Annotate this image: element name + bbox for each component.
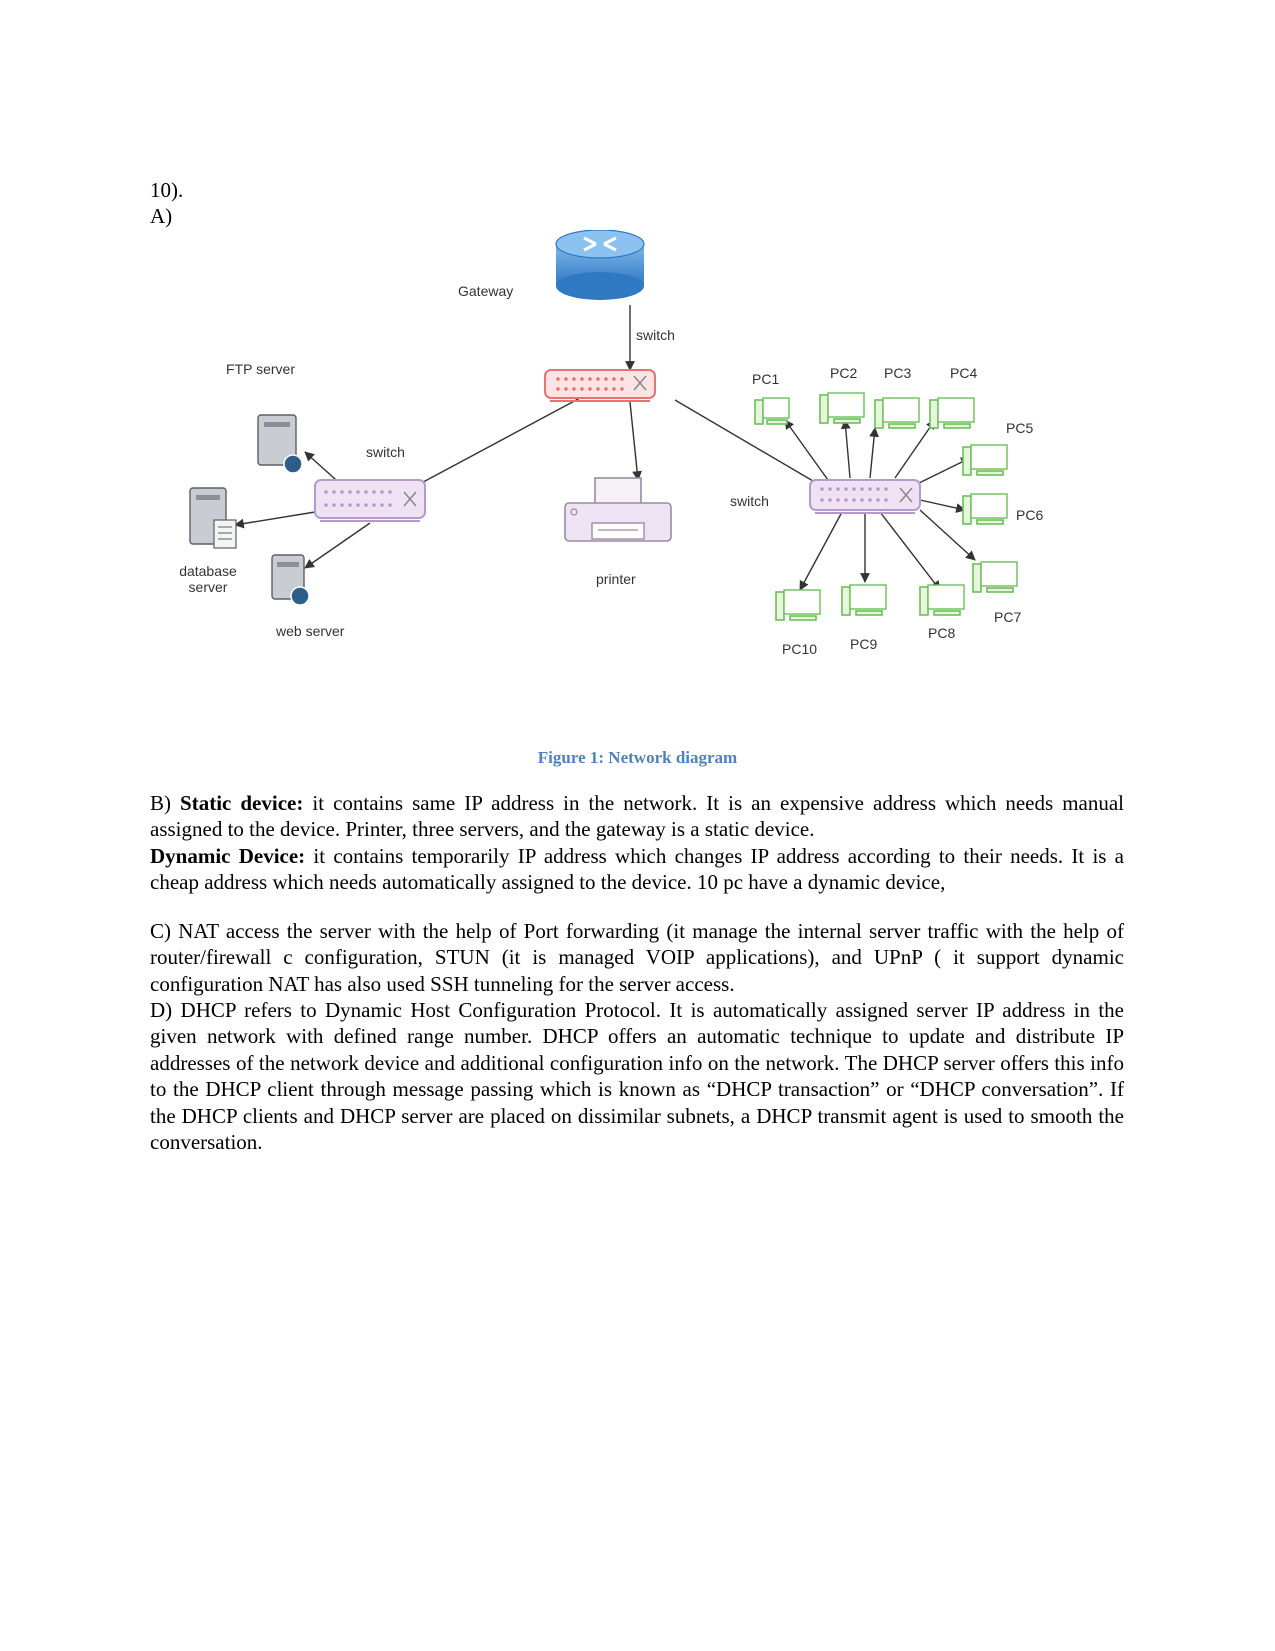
web-server-label: web server	[275, 623, 345, 639]
switch-top-label: switch	[636, 327, 675, 343]
router-icon	[555, 230, 645, 300]
network-diagram: Gateway switch switch switch	[179, 230, 1043, 657]
switch-right-icon	[809, 479, 921, 514]
pc2-icon	[819, 392, 865, 424]
pc4-icon	[929, 397, 975, 429]
pc10-icon	[775, 589, 821, 621]
static-device-paragraph: B) Static device: it contains same IP ad…	[150, 790, 1124, 843]
printer-label: printer	[596, 571, 636, 587]
pc1-label: PC1	[752, 371, 779, 387]
pc1-icon	[754, 397, 790, 425]
dynamic-device-title: Dynamic Device:	[150, 843, 306, 868]
pc8-label: PC8	[928, 625, 955, 641]
pc9-label: PC9	[850, 636, 877, 652]
ftp-server-icon	[257, 414, 303, 474]
switch-left-icon	[314, 479, 426, 522]
part-a-label: A)	[150, 204, 173, 228]
static-device-text: it contains same IP address in the netwo…	[150, 791, 1125, 842]
pc8-icon	[919, 584, 965, 616]
question-number: 10).	[150, 178, 184, 202]
pc3-label: PC3	[884, 365, 911, 381]
section-d: D) DHCP refers to Dynamic Host Configura…	[150, 998, 1124, 1155]
database-server-label-line2: server	[189, 579, 228, 595]
figure-caption: Figure 1: Network diagram	[537, 748, 738, 767]
section-c: C) NAT access the server with the help o…	[150, 919, 1124, 996]
dynamic-device-text: it contains temporarily IP address which…	[150, 843, 1124, 895]
pc2-label: PC2	[830, 365, 857, 381]
pc7-icon	[972, 561, 1018, 593]
static-device-title: Static device:	[180, 791, 304, 815]
pc9-icon	[841, 584, 887, 616]
pc6-icon	[962, 493, 1008, 525]
pc5-icon	[962, 444, 1008, 476]
gateway-label: Gateway	[458, 283, 513, 299]
connections	[234, 305, 976, 591]
web-server-icon	[271, 554, 310, 606]
section-b-prefix: B)	[150, 791, 181, 815]
pc10-label: PC10	[782, 641, 817, 657]
database-server-icon	[189, 487, 237, 549]
printer-icon	[564, 477, 672, 542]
switch-top-icon	[544, 369, 656, 402]
pc4-label: PC4	[950, 365, 977, 381]
ftp-server-label: FTP server	[226, 361, 295, 377]
dynamic-device-paragraph: Dynamic Device: it contains temporarily …	[150, 843, 1124, 896]
switch-right-label: switch	[730, 493, 769, 509]
pc5-label: PC5	[1006, 420, 1033, 436]
section-b: B) Static device: it contains same IP ad…	[150, 790, 1124, 896]
pc7-label: PC7	[994, 609, 1021, 625]
pc6-label: PC6	[1016, 507, 1043, 523]
database-server-label-line1: database	[179, 563, 237, 579]
pc3-icon	[874, 397, 920, 429]
switch-left-label: switch	[366, 444, 405, 460]
